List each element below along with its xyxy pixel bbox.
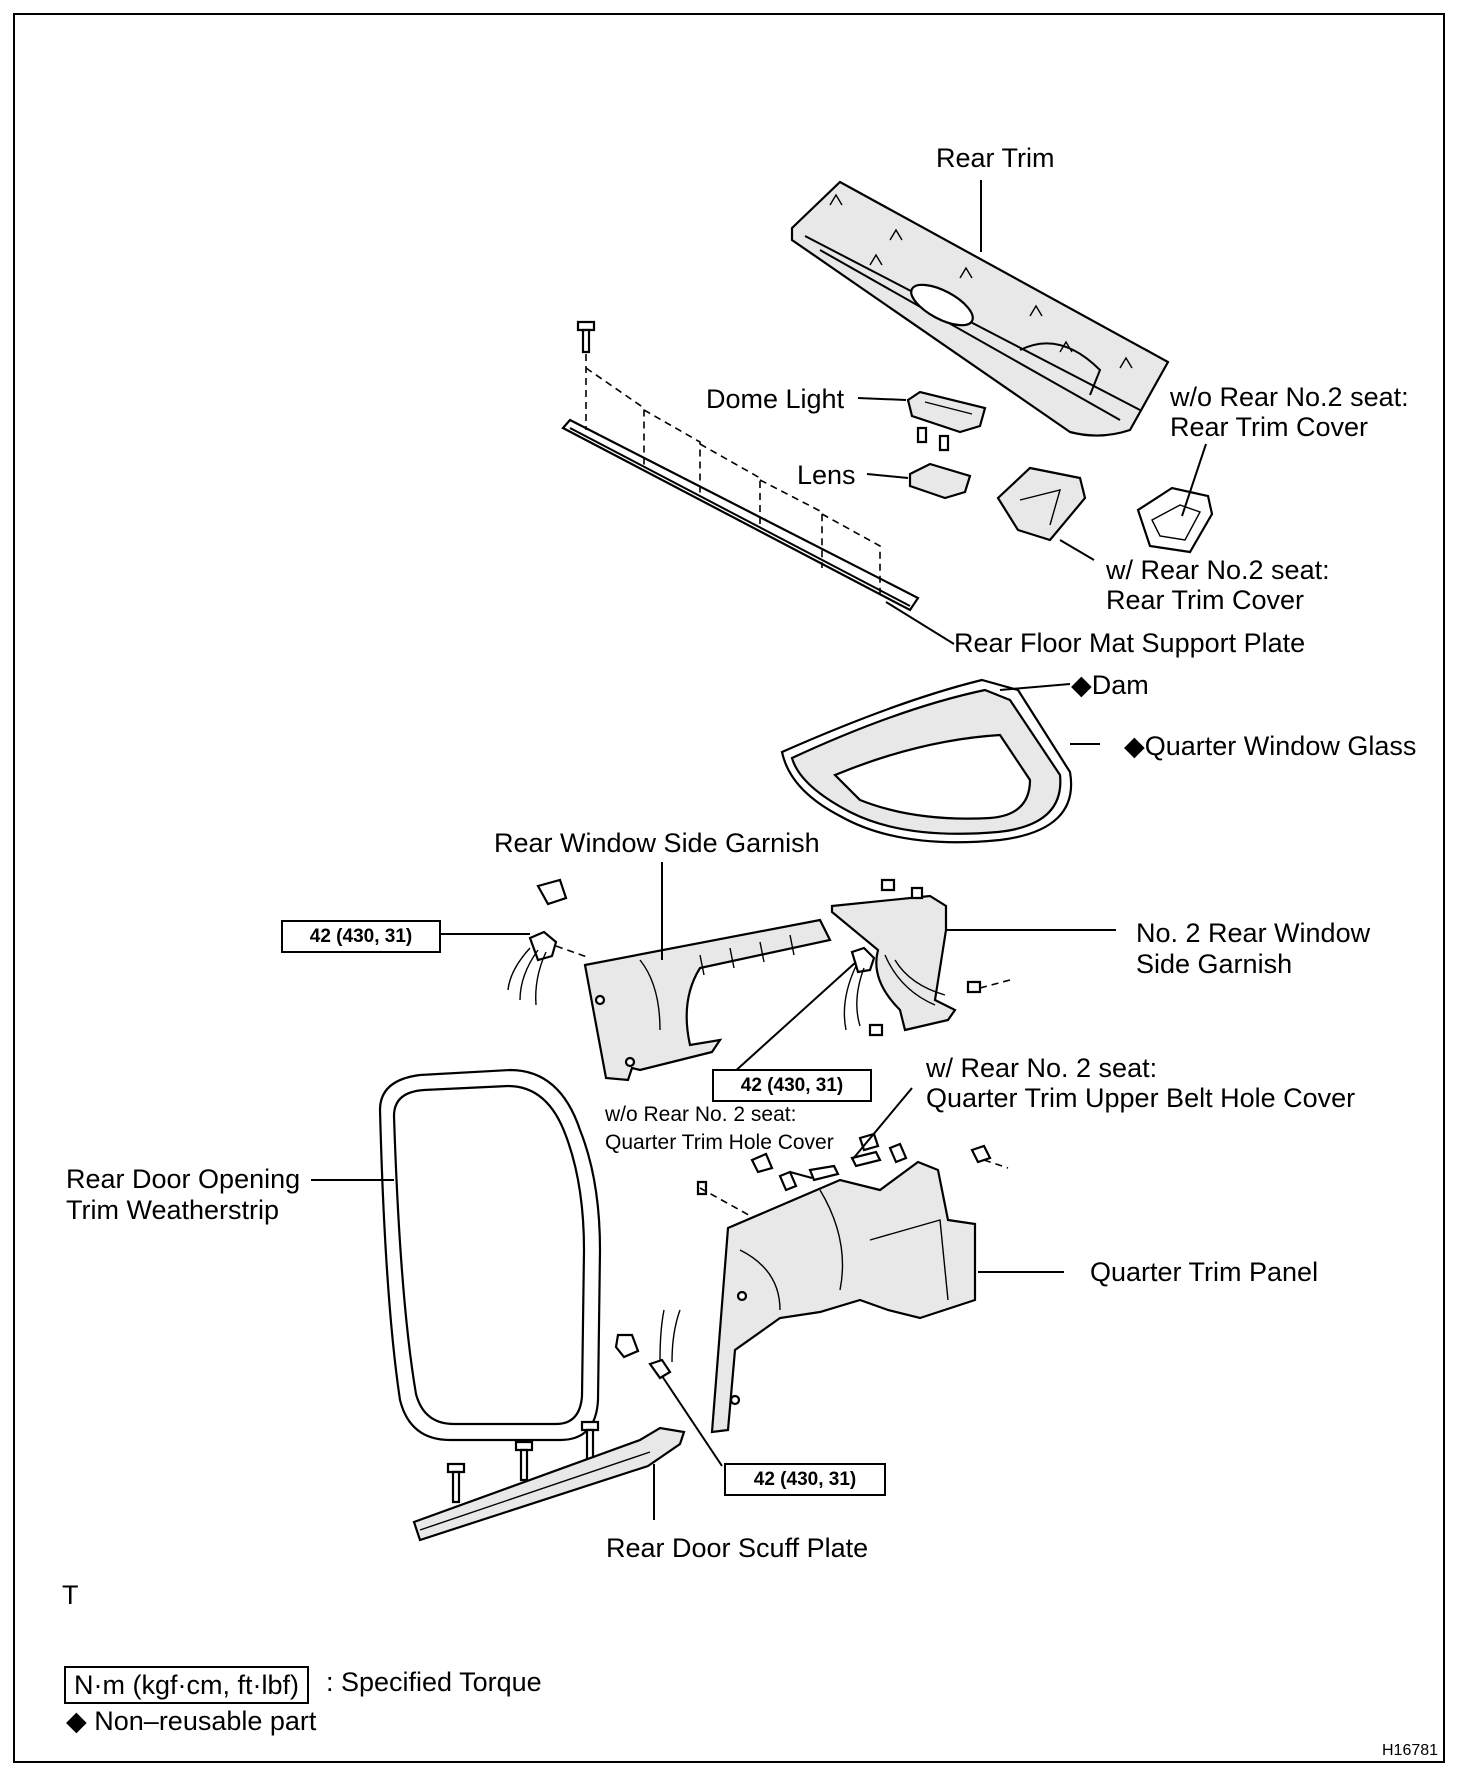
rear-door-opening-trim-weatherstrip-part (378, 1068, 602, 1442)
label-belt-hole-cover-2: Quarter Trim Upper Belt Hole Cover (926, 1083, 1356, 1113)
label-rear-trim: Rear Trim (936, 143, 1055, 173)
scuff-plate-screws-part (446, 1420, 600, 1504)
garnish-bolt-center-part (843, 946, 876, 1031)
legend-torque-unit-box: N·m (kgf·cm, ft·lbf) (64, 1666, 309, 1704)
label-w-rear-trim-cover-1: w/ Rear No.2 seat: (1106, 555, 1330, 585)
label-rear-floor-mat-support-plate: Rear Floor Mat Support Plate (954, 628, 1306, 658)
quarter-trim-panel-part (710, 1160, 977, 1434)
quarter-window-glass-part (780, 678, 1073, 844)
garnish-bolt-left-part (507, 930, 591, 1006)
label-weatherstrip-2: Trim Weatherstrip (66, 1195, 280, 1225)
rear-window-side-garnish-part (583, 918, 832, 1082)
support-plate-screw (576, 320, 596, 354)
label-wo-rear-trim-cover-1: w/o Rear No.2 seat: (1170, 382, 1409, 412)
legend-torque-desc: : Specified Torque (326, 1667, 542, 1697)
scuff-plate-bolt-part (614, 1309, 681, 1380)
legend-nonreusable: ◆ Non–reusable part (66, 1706, 317, 1736)
dome-light-part (906, 390, 987, 452)
rear-door-scuff-plate-part (412, 1426, 686, 1542)
label-t-mark: T (62, 1580, 79, 1610)
figure-code: H16781 (1382, 1742, 1439, 1759)
label-belt-hole-cover-1: w/ Rear No. 2 seat: (926, 1053, 1158, 1083)
clip-part (536, 878, 568, 906)
diagram-frame (13, 13, 1445, 1763)
label-weatherstrip-1: Rear Door Opening (66, 1164, 301, 1194)
label-w-rear-trim-cover-2: Rear Trim Cover (1106, 585, 1305, 615)
label-dam: ◆Dam (1071, 670, 1149, 700)
rear-floor-mat-support-plate-part (561, 354, 920, 612)
leader-lines (311, 180, 1207, 1520)
torque-garnish-bolt-center: 42 (430, 31) (712, 1069, 872, 1102)
label-dome-light: Dome Light (706, 384, 845, 414)
label-quarter-window-glass: ◆Quarter Window Glass (1124, 731, 1417, 761)
torque-scuff-plate-bolt: 42 (430, 31) (724, 1463, 886, 1496)
rear-trim-part (790, 180, 1170, 437)
label-no2-rear-window-side-garnish-2: Side Garnish (1136, 949, 1293, 979)
label-hole-cover-2: Quarter Trim Hole Cover (605, 1131, 834, 1154)
label-rear-door-scuff-plate: Rear Door Scuff Plate (606, 1533, 869, 1563)
no2-rear-window-side-garnish-part (830, 878, 1011, 1037)
torque-garnish-bolt-left: 42 (430, 31) (281, 920, 441, 953)
label-hole-cover-1: w/o Rear No. 2 seat: (605, 1103, 797, 1126)
label-wo-rear-trim-cover-2: Rear Trim Cover (1170, 412, 1369, 442)
rear-trim-cover-wo-part (1136, 486, 1214, 554)
label-lens: Lens (797, 460, 856, 490)
rear-trim-cover-w-part (996, 466, 1087, 542)
label-quarter-trim-panel: Quarter Trim Panel (1090, 1257, 1319, 1287)
label-rear-window-side-garnish: Rear Window Side Garnish (494, 828, 820, 858)
label-no2-rear-window-side-garnish-1: No. 2 Rear Window (1136, 918, 1371, 948)
lens-part (908, 462, 972, 500)
